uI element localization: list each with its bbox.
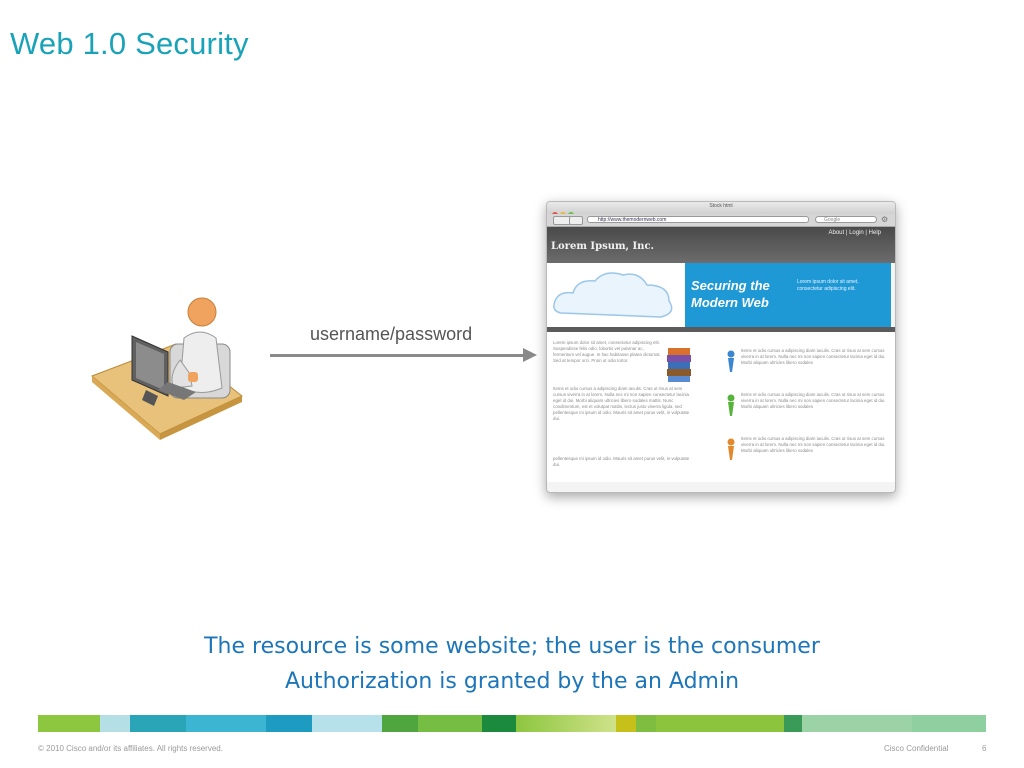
site-company-name: Lorem Ipsum, Inc. [551,241,655,252]
browser-window-title: Stock html [709,203,733,209]
gear-icon: ⚙ [881,215,889,224]
cloud-icon [553,272,673,318]
footer-copyright: © 2010 Cisco and/or its affiliates. All … [38,744,223,753]
green-pin-icon [727,394,735,416]
left-paragraph-1: Lorem ipsum dolor sit amet, consectetur … [553,340,661,363]
hero-title: Securing the Modern Web [691,278,770,310]
caption-line-1: The resource is some website; the user i… [204,634,820,659]
site-top-links: About | Login | Help [828,230,882,236]
user-at-computer-icon [91,297,243,440]
site-hero: Securing the Modern Web Lorem ipsum dolo… [547,263,895,327]
arrow-head [523,348,537,362]
address-bar: http://www.themodernweb.com [587,216,809,223]
hero-band [547,327,895,332]
site-header: About | Login | Help Lorem Ipsum, Inc. [547,227,895,263]
orange-pin-icon [727,438,735,460]
hero-blue-panel: Securing the Modern Web Lorem ipsum dolo… [685,263,891,327]
right-paragraph-1: Items et odio cursus a adipiscing diam i… [741,348,886,365]
books-stack-icon [667,348,691,382]
footer-page-number: 6 [982,744,987,753]
caption-line-2: Authorization is granted by the an Admin [284,669,740,694]
right-paragraph-3: Items et odio cursus a adipiscing diam i… [741,436,886,453]
search-box: Google [815,216,877,223]
footer-confidential: Cisco Confidential [884,744,949,753]
browser-titlebar: Stock html [547,202,895,218]
credentials-arrow: username/password [270,320,545,370]
arrow-line [270,354,525,357]
hero-cloud-panel [547,263,685,327]
blue-pin-icon [727,350,735,372]
forward-button [569,216,583,225]
browser-toolbar: http://www.themodernweb.com Google ⚙ [547,214,895,227]
decorative-color-stripe [38,715,986,732]
arrow-label: username/password [310,324,473,344]
site-content: Lorem ipsum dolor sit amet, consectetur … [547,332,895,482]
hero-text: Lorem ipsum dolor sit amet, consectetur … [797,279,859,292]
slide-title: Web 1.0 Security [10,26,249,61]
browser-window: Stock html http://www.themodernweb.com G… [546,201,896,493]
left-paragraph-2: Items et odio cursus a adipiscing diam i… [553,386,690,421]
left-paragraph-3: pellentesque mi ipsum id odio. Mauris si… [553,456,690,467]
right-paragraph-2: Items et odio cursus a adipiscing diam i… [741,392,886,409]
